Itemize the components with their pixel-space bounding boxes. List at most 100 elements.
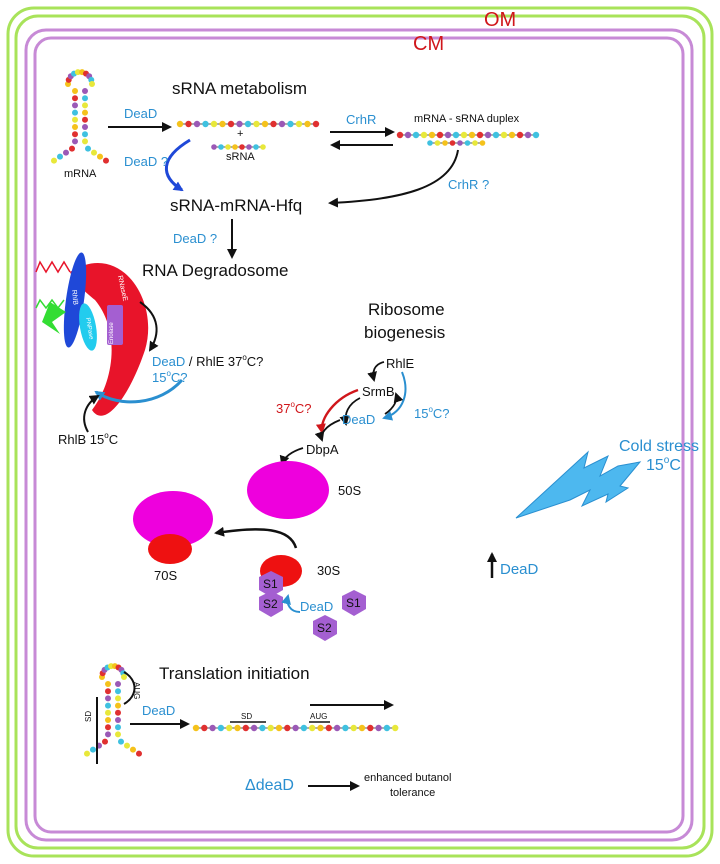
sd-vertical-label: SD — [84, 711, 93, 722]
rna-bead — [82, 109, 88, 116]
rna-bead — [118, 738, 124, 745]
rna-bead — [292, 724, 299, 732]
rna-bead — [105, 702, 111, 709]
rna-bead — [115, 702, 121, 709]
rna-bead — [115, 681, 121, 687]
rna-bead — [260, 144, 266, 150]
rna-bead — [278, 120, 286, 128]
rna-bead — [89, 81, 95, 87]
srna-label: sRNA — [226, 151, 255, 163]
rna-bead — [84, 750, 90, 757]
mrna-srna-duplex — [396, 131, 540, 146]
rna-bead — [476, 131, 484, 139]
rhle-label: RhlE — [386, 356, 415, 371]
rna-bead — [72, 124, 78, 130]
rna-bead — [85, 145, 91, 152]
rna-bead — [130, 746, 136, 753]
rna-bead — [211, 144, 217, 150]
ribosome-70s-small — [148, 534, 192, 564]
lightning-bolt-icon — [515, 450, 642, 519]
rna-bead — [232, 144, 238, 150]
rna-bead — [105, 695, 111, 702]
enolase-shape — [107, 305, 123, 345]
rna-bead — [72, 116, 78, 123]
dead-to-dbpa-arrow — [314, 419, 341, 442]
dead-question-label-2: DeaD ? — [173, 231, 217, 246]
rna-bead — [82, 88, 88, 94]
rna-bead — [442, 140, 448, 146]
dead-30s-label: DeaD — [300, 599, 333, 614]
rna-bead — [105, 717, 111, 723]
rna-bead — [460, 131, 468, 139]
ribosome-title-line2: biogenesis — [364, 323, 445, 342]
rna-bead — [72, 138, 78, 145]
rna-bead — [375, 724, 382, 732]
rna-bead — [333, 724, 341, 732]
rna-bead — [82, 124, 88, 130]
rna-bead — [420, 131, 428, 139]
rna-bead — [396, 131, 404, 139]
rna-bead — [105, 731, 111, 738]
rna-bead — [300, 724, 308, 732]
rna-bead — [484, 131, 492, 139]
s1-free-label: S1 — [346, 596, 361, 610]
rna-bead — [392, 724, 399, 732]
rna-bead — [97, 153, 103, 160]
srna-mrna-hfq-label: sRNA-mRNA-Hfq — [170, 196, 302, 215]
dbpa-label: DbpA — [306, 442, 339, 457]
rna-bead — [105, 724, 111, 731]
rhlb-shape — [63, 252, 87, 348]
rna-bead — [472, 140, 478, 146]
rna-bead — [468, 131, 476, 139]
rna-bead — [69, 145, 75, 152]
pnpase-shape — [79, 303, 97, 351]
rna-bead — [115, 731, 121, 738]
rhle-to-srmb-arrow — [367, 361, 385, 382]
rna-bead — [516, 131, 524, 139]
aug-label: AUG — [310, 712, 327, 721]
rna-bead — [82, 116, 88, 123]
outer-membrane — [6, 6, 714, 858]
aug-bracket — [123, 671, 136, 705]
rna-bead — [115, 717, 121, 723]
rna-bead — [72, 131, 78, 138]
rna-bead — [434, 140, 441, 146]
rna-bead — [304, 120, 311, 128]
rna-bead — [508, 131, 516, 139]
srna-strand — [211, 144, 266, 150]
rna-bead — [115, 695, 121, 702]
rna-bead — [259, 724, 266, 732]
temp-37-label: 37oC? — [276, 400, 312, 416]
rna-bead — [449, 140, 456, 146]
plus-sign: + — [237, 128, 243, 140]
s1-hexagon-free — [342, 590, 366, 616]
rnase-e-shape — [70, 263, 149, 416]
rna-bead — [115, 724, 121, 731]
dead-label-srna: DeaD — [124, 106, 157, 121]
rna-bead — [210, 120, 218, 128]
rna-bead — [244, 120, 252, 128]
rna-bead — [492, 131, 500, 139]
srmb-to-dead-arrow — [339, 397, 361, 426]
green-anchor-helix — [35, 298, 65, 310]
rna-bead — [358, 724, 366, 732]
degradosome-complex: RNaseE RhlB PNPase Enolase — [35, 252, 149, 416]
rna-bead — [72, 109, 78, 116]
rna-bead — [227, 120, 235, 128]
rna-bead — [202, 120, 209, 128]
rna-bead — [105, 688, 111, 695]
rna-bead — [253, 120, 260, 128]
rna-bead — [74, 69, 81, 76]
mrna-label: mRNA — [64, 168, 97, 180]
subunit-50s — [247, 461, 329, 519]
rhlb-arrow — [83, 394, 100, 433]
om-label: OM — [484, 9, 516, 31]
rna-bead — [192, 724, 200, 732]
butanol-line2: tolerance — [390, 787, 435, 799]
mrna-hairpin — [51, 69, 109, 164]
srna-metabolism-title: sRNA metabolism — [172, 79, 307, 98]
s2-hexagon-bound — [259, 591, 283, 617]
rna-bead — [217, 724, 225, 732]
inner-membrane — [24, 28, 694, 842]
